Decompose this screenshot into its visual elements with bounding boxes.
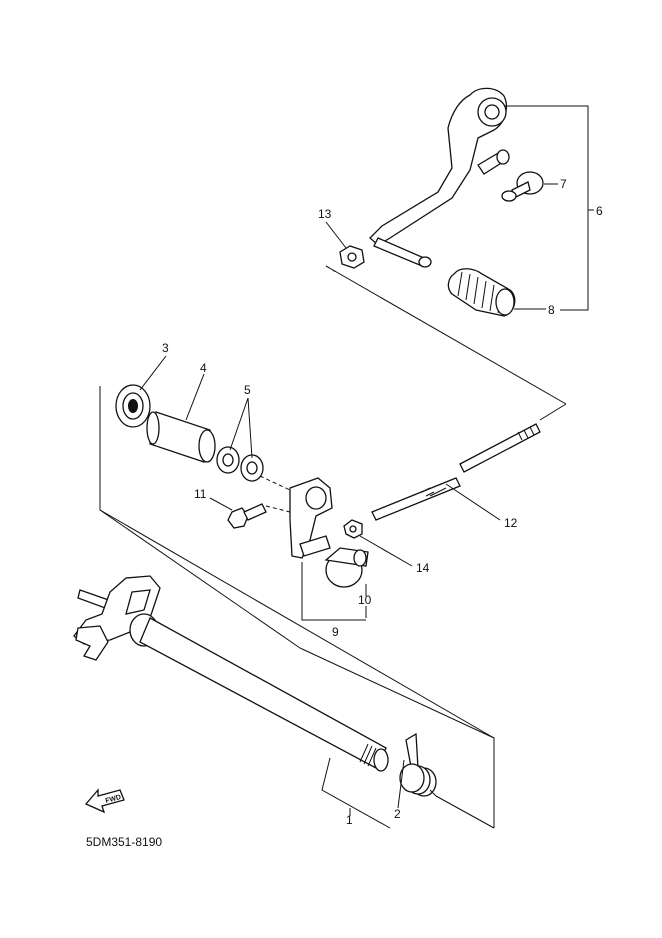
- footrest-shaft: [373, 237, 425, 267]
- callout-11: 11: [194, 487, 207, 501]
- callout-3: 3: [162, 341, 169, 355]
- part-3-oil-seal: [115, 384, 151, 428]
- callout-12: 12: [504, 516, 518, 530]
- part-12-shift-rod: [371, 423, 541, 521]
- shift-pedal-arm: [369, 87, 508, 246]
- callout-5: 5: [244, 383, 251, 397]
- pedal-pivot-hole: [484, 104, 500, 120]
- part-11-bolt: [227, 503, 267, 529]
- callout-13: 13: [318, 207, 332, 221]
- part-10-rod-joint: [324, 547, 369, 588]
- callout-10: 10: [358, 593, 372, 607]
- part-2-spring: [399, 732, 437, 797]
- part-13-nut: [339, 245, 365, 269]
- callout-labels: 1 2 3 4 5 6 7 8 9 10 11 12 13 14: [162, 177, 603, 827]
- callout-1: 1: [346, 813, 353, 827]
- callout-6: 6: [596, 204, 603, 218]
- callout-14: 14: [416, 561, 430, 575]
- part-5-washers: [216, 446, 264, 482]
- callout-2: 2: [394, 807, 401, 821]
- callout-4: 4: [200, 361, 207, 375]
- reference-lines: [99, 265, 567, 829]
- callout-7: 7: [560, 177, 567, 191]
- part-9-shift-arm: [289, 477, 333, 559]
- pedal-link-pin-end: [496, 149, 510, 165]
- shift-pedal-assembly: [369, 87, 510, 268]
- callout-leaders: [139, 105, 594, 829]
- callout-9: 9: [332, 625, 339, 639]
- fwd-arrow-icon: FWD: [84, 788, 125, 814]
- fwd-label: FWD: [105, 794, 122, 805]
- part-8-rubber-peg: [447, 268, 516, 317]
- part-7-rod-joint: [501, 171, 544, 202]
- part-4-collar: [146, 411, 216, 463]
- part-1-shift-shaft: [73, 575, 389, 772]
- diagram-part-code: 5DM351-8190: [86, 835, 162, 849]
- part-14-nut: [343, 519, 363, 539]
- callout-8: 8: [548, 303, 555, 317]
- footrest-shaft-tip: [418, 256, 432, 268]
